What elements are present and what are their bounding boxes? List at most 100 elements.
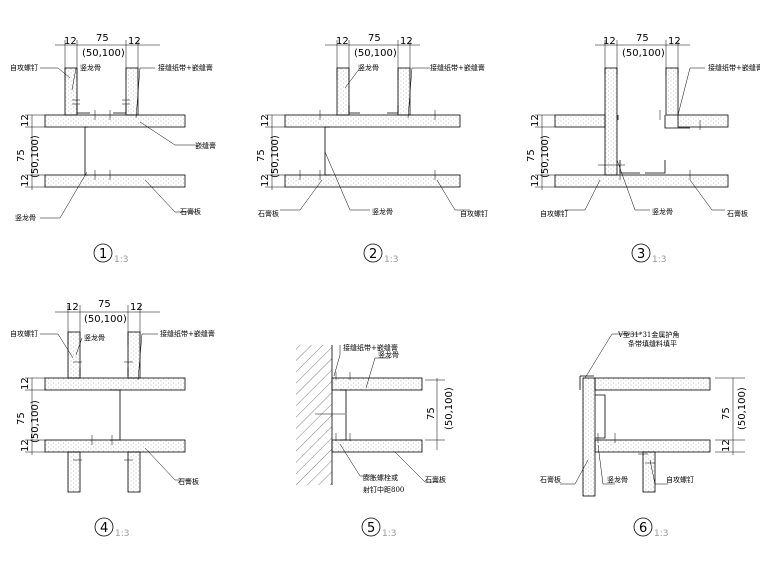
side-dimension: 12 75 12 (50,100) — [526, 114, 555, 190]
screws — [315, 372, 351, 441]
detail-number-circle — [633, 517, 653, 537]
detail-number-circle — [93, 243, 113, 263]
vertical-board-top-left — [67, 331, 81, 379]
leader-screw — [40, 67, 71, 79]
label-corner-bead: V型31*31金属护角 — [617, 330, 679, 339]
vertical-board-right — [665, 67, 679, 116]
detail-6: 75 12 (50,100) V型31*31金属护角 条带填缝料填平 石膏板 竖… — [540, 330, 748, 539]
leader-board — [689, 179, 725, 211]
vertical-board-bottom — [642, 451, 656, 493]
dim-side-alt: (50,100) — [30, 135, 41, 178]
dim-side-75: 75 — [526, 149, 537, 162]
gypsum-board-top-right — [677, 114, 729, 128]
label-screw: 自攻螺钉 — [10, 329, 38, 338]
label-tape-compound: 接缝纸带+嵌缝膏 — [158, 63, 213, 72]
leader-compound — [139, 121, 195, 146]
dim-side-alt: (50,100) — [270, 135, 281, 178]
dim-alt: (50,100) — [84, 314, 127, 325]
dim-12-left: 12 — [64, 36, 77, 47]
leader-stud — [616, 159, 650, 211]
leader-tape — [677, 67, 705, 116]
label-gypsum-board: 石膏板 — [178, 477, 199, 486]
leader-tape — [137, 333, 158, 381]
dim-12-right: 12 — [130, 302, 143, 313]
stud — [595, 394, 606, 439]
label-gypsum-board: 石膏板 — [425, 475, 446, 484]
dim-side-alt: (50,100) — [444, 387, 455, 430]
stud — [340, 389, 347, 441]
vertical-board-left — [582, 377, 596, 497]
dim-side-12-bottom: 12 — [20, 174, 31, 187]
dim-side-alt: (50,100) — [540, 135, 551, 178]
gypsum-board-bottom — [44, 174, 186, 188]
detail-scale: 1:3 — [384, 255, 398, 265]
detail-number: 6 — [639, 521, 647, 536]
stud-top — [617, 115, 690, 129]
vertical-board-right — [125, 67, 139, 116]
gypsum-board-bottom — [331, 439, 423, 453]
label-tape-compound: 接缝纸带+嵌缝膏 — [430, 63, 485, 72]
side-dimension: 75 12 (50,100) — [715, 377, 748, 455]
label-stud-2: 竖龙骨 — [15, 213, 36, 222]
detail-scale: 1:3 — [115, 529, 129, 539]
gypsum-board-bottom — [284, 174, 461, 188]
label-anchor-bolt: 膨胀螺栓或 — [363, 473, 398, 482]
dim-side-75: 75 — [256, 149, 267, 162]
stud-top — [76, 105, 127, 114]
label-screw: 自攻螺钉 — [460, 209, 488, 218]
dim-75: 75 — [98, 299, 111, 310]
detail-number: 5 — [367, 521, 375, 536]
stud — [79, 368, 129, 441]
stud-vertical — [84, 126, 88, 176]
side-dimension: 75 (50,100) — [425, 378, 455, 450]
top-dimension: 12 75 12 (50,100) — [55, 33, 160, 80]
leader-corner-bead — [584, 333, 640, 379]
leader-stud — [365, 357, 390, 389]
label-tape-compound: 接缝纸带+嵌缝膏 — [708, 63, 760, 72]
gypsum-board-top — [44, 114, 186, 128]
vertical-board-top-right — [127, 331, 141, 379]
label-screw: 自攻螺钉 — [540, 209, 568, 218]
dim-12-left: 12 — [603, 36, 616, 47]
label-stud: 竖龙骨 — [607, 475, 628, 484]
leader-tape — [407, 67, 430, 119]
label-tape-compound: 接缝纸带+嵌缝膏 — [343, 343, 398, 352]
detail-2: 12 75 12 (50,100) 12 75 12 (50,100) 竖龙骨 — [256, 33, 488, 265]
dim-side-12-top: 12 — [20, 114, 31, 127]
dim-side-12-top: 12 — [20, 377, 31, 390]
dim-side-75: 75 — [721, 407, 732, 420]
detail-4: 12 75 12 (50,100) 12 75 12 (50,100) 自攻螺钉 — [10, 299, 215, 539]
detail-scale: 1:3 — [654, 529, 668, 539]
leader-stud — [75, 337, 83, 356]
leader-screw — [565, 179, 601, 211]
gypsum-board-bottom — [554, 174, 729, 188]
dim-12-right: 12 — [128, 36, 141, 47]
leader-anchor — [339, 443, 375, 477]
gypsum-board-top-left — [554, 114, 606, 128]
label-stud: 竖龙骨 — [84, 333, 105, 342]
dim-side-12: 12 — [721, 439, 732, 452]
dim-12-right: 12 — [400, 36, 413, 47]
label-stud-2: 竖龙骨 — [372, 207, 393, 216]
dim-12-left: 12 — [336, 36, 349, 47]
label-gypsum-board: 石膏板 — [540, 475, 561, 484]
detail-number-circle — [94, 517, 114, 537]
leader-board — [144, 179, 195, 213]
dim-side-12-bottom: 12 — [260, 174, 271, 187]
side-dimension: 12 75 12 (50,100) — [16, 114, 45, 190]
vertical-board-left — [604, 67, 618, 176]
dim-alt: (50,100) — [354, 48, 397, 59]
leader-stud-2 — [40, 171, 88, 219]
dim-side-75: 75 — [426, 407, 437, 420]
leader-stud — [344, 67, 361, 89]
screws — [299, 110, 436, 180]
dim-75: 75 — [96, 33, 109, 44]
detail-3: 12 75 12 (50,100) 12 75 12 (50,100) 接缝纸带… — [526, 33, 760, 265]
label-screw: 自攻螺钉 — [10, 63, 38, 72]
gypsum-board-top — [284, 114, 461, 128]
leader-board — [144, 447, 190, 481]
screws — [598, 110, 701, 180]
vertical-board-left — [336, 67, 350, 116]
dim-side-75: 75 — [16, 149, 27, 162]
